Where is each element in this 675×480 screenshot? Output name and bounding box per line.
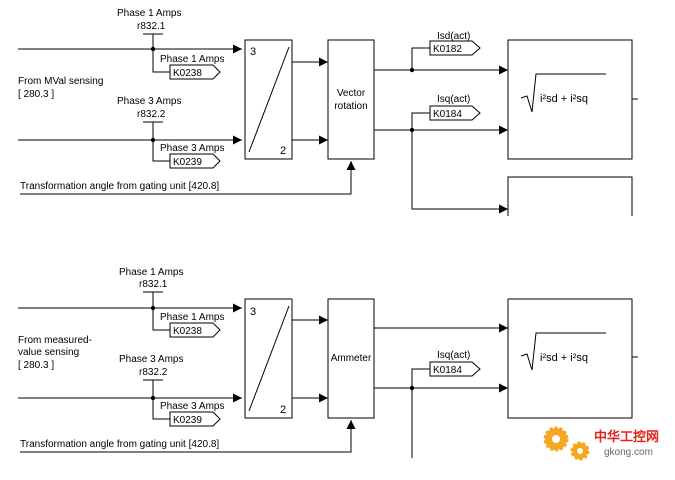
gear-large-hub bbox=[552, 435, 560, 443]
bottom-phase1-label: Phase 1 Amps bbox=[119, 267, 183, 278]
top-sqrt-radical bbox=[520, 73, 606, 113]
top-r8322-label: r832.2 bbox=[137, 109, 166, 120]
bottom-transform-label: Transformation angle from gating unit [4… bbox=[20, 439, 219, 450]
bottom-r8322-label: r832.2 bbox=[139, 367, 168, 378]
top-source-line2: [ 280.3 ] bbox=[18, 89, 54, 100]
top-phase1-conn-label: Phase 1 Amps bbox=[160, 54, 224, 65]
top-k0238-text: K0238 bbox=[173, 68, 202, 79]
bottom-isq-branch bbox=[411, 368, 430, 388]
bottom-sqrt-radical bbox=[520, 332, 606, 371]
bottom-source-line3: [ 280.3 ] bbox=[18, 360, 54, 371]
top-diagram: Phase 1 Amps r832.1 Phase 1 Amps K0238 F… bbox=[18, 8, 638, 216]
top-isd-branch bbox=[411, 47, 430, 70]
top-isq-branch bbox=[411, 112, 430, 130]
watermark-brand: 中华工控网 bbox=[594, 429, 659, 444]
bottom-k0238-connector bbox=[169, 322, 221, 338]
bottom-r8321-label: r832.1 bbox=[139, 279, 168, 290]
bottom-diagram: Phase 1 Amps r832.1 Phase 1 Amps K0238 F… bbox=[18, 267, 638, 458]
bottom-converter-diagonal bbox=[248, 305, 290, 412]
bottom-phase3-conn-label: Phase 3 Amps bbox=[160, 401, 224, 412]
bottom-source-line2: value sensing bbox=[18, 347, 79, 358]
bottom-phase3-label: Phase 3 Amps bbox=[119, 354, 183, 365]
top-phase3-conn-label: Phase 3 Amps bbox=[160, 143, 224, 154]
top-vector-rotation-line2: rotation bbox=[334, 101, 367, 112]
bottom-k0238-text: K0238 bbox=[173, 326, 202, 337]
top-k0239-connector bbox=[169, 153, 221, 169]
bottom-k0184-text: K0184 bbox=[433, 365, 462, 376]
top-magnitude-block bbox=[507, 39, 633, 160]
top-k0239-text: K0239 bbox=[173, 157, 202, 168]
top-k0239-branch bbox=[152, 140, 170, 162]
top-r8321-label: r832.1 bbox=[137, 21, 166, 32]
watermark: 中华工控网 gkong.com bbox=[543, 426, 659, 461]
top-isd-label: Isd(act) bbox=[437, 31, 470, 42]
top-k0238-branch bbox=[152, 49, 170, 73]
gear-small-hub bbox=[577, 448, 583, 454]
bottom-k0239-text: K0239 bbox=[173, 415, 202, 426]
top-source-line1: From MVal sensing bbox=[18, 76, 103, 87]
bottom-phase1-conn-label: Phase 1 Amps bbox=[160, 312, 224, 323]
bottom-k0239-branch bbox=[152, 398, 170, 420]
watermark-domain: gkong.com bbox=[604, 447, 653, 458]
top-converter-in2: 2 bbox=[280, 145, 286, 157]
bottom-converter-in3: 3 bbox=[250, 306, 256, 318]
bottom-k0184-connector bbox=[429, 361, 481, 377]
top-converter-diagonal bbox=[248, 46, 290, 153]
top-isq-label: Isq(act) bbox=[437, 94, 470, 105]
top-k0238-connector bbox=[169, 64, 221, 80]
top-k0182-text: K0182 bbox=[433, 44, 462, 55]
top-transform-label: Transformation angle from gating unit [4… bbox=[20, 181, 219, 192]
bottom-formula: i²sd + i²sq bbox=[540, 352, 588, 364]
top-phase1-label: Phase 1 Amps bbox=[117, 8, 181, 19]
bottom-converter-in2: 2 bbox=[280, 404, 286, 416]
top-phase3-label: Phase 3 Amps bbox=[117, 96, 181, 107]
top-vector-rotation-block bbox=[327, 39, 375, 160]
top-k0184-connector bbox=[429, 105, 481, 121]
top-k0182-connector bbox=[429, 40, 481, 56]
top-k0184-text: K0184 bbox=[433, 109, 462, 120]
bottom-k0238-branch bbox=[152, 308, 170, 331]
bottom-k0239-connector bbox=[169, 411, 221, 427]
top-converter-in3: 3 bbox=[250, 46, 256, 58]
bottom-ammeter-label: Ammeter bbox=[331, 353, 372, 364]
top-formula: i²sd + i²sq bbox=[540, 93, 588, 105]
top-isq-lower-line bbox=[411, 130, 508, 214]
bottom-ammeter-block bbox=[327, 298, 375, 419]
top-transform-line bbox=[20, 161, 356, 195]
bottom-transform-line bbox=[20, 420, 356, 453]
top-lower-block bbox=[507, 176, 633, 216]
bottom-isq-label: Isq(act) bbox=[437, 350, 470, 361]
top-vector-rotation-line1: Vector bbox=[337, 88, 366, 99]
gear-icon bbox=[543, 426, 590, 461]
bottom-source-line1: From measured- bbox=[18, 335, 92, 346]
